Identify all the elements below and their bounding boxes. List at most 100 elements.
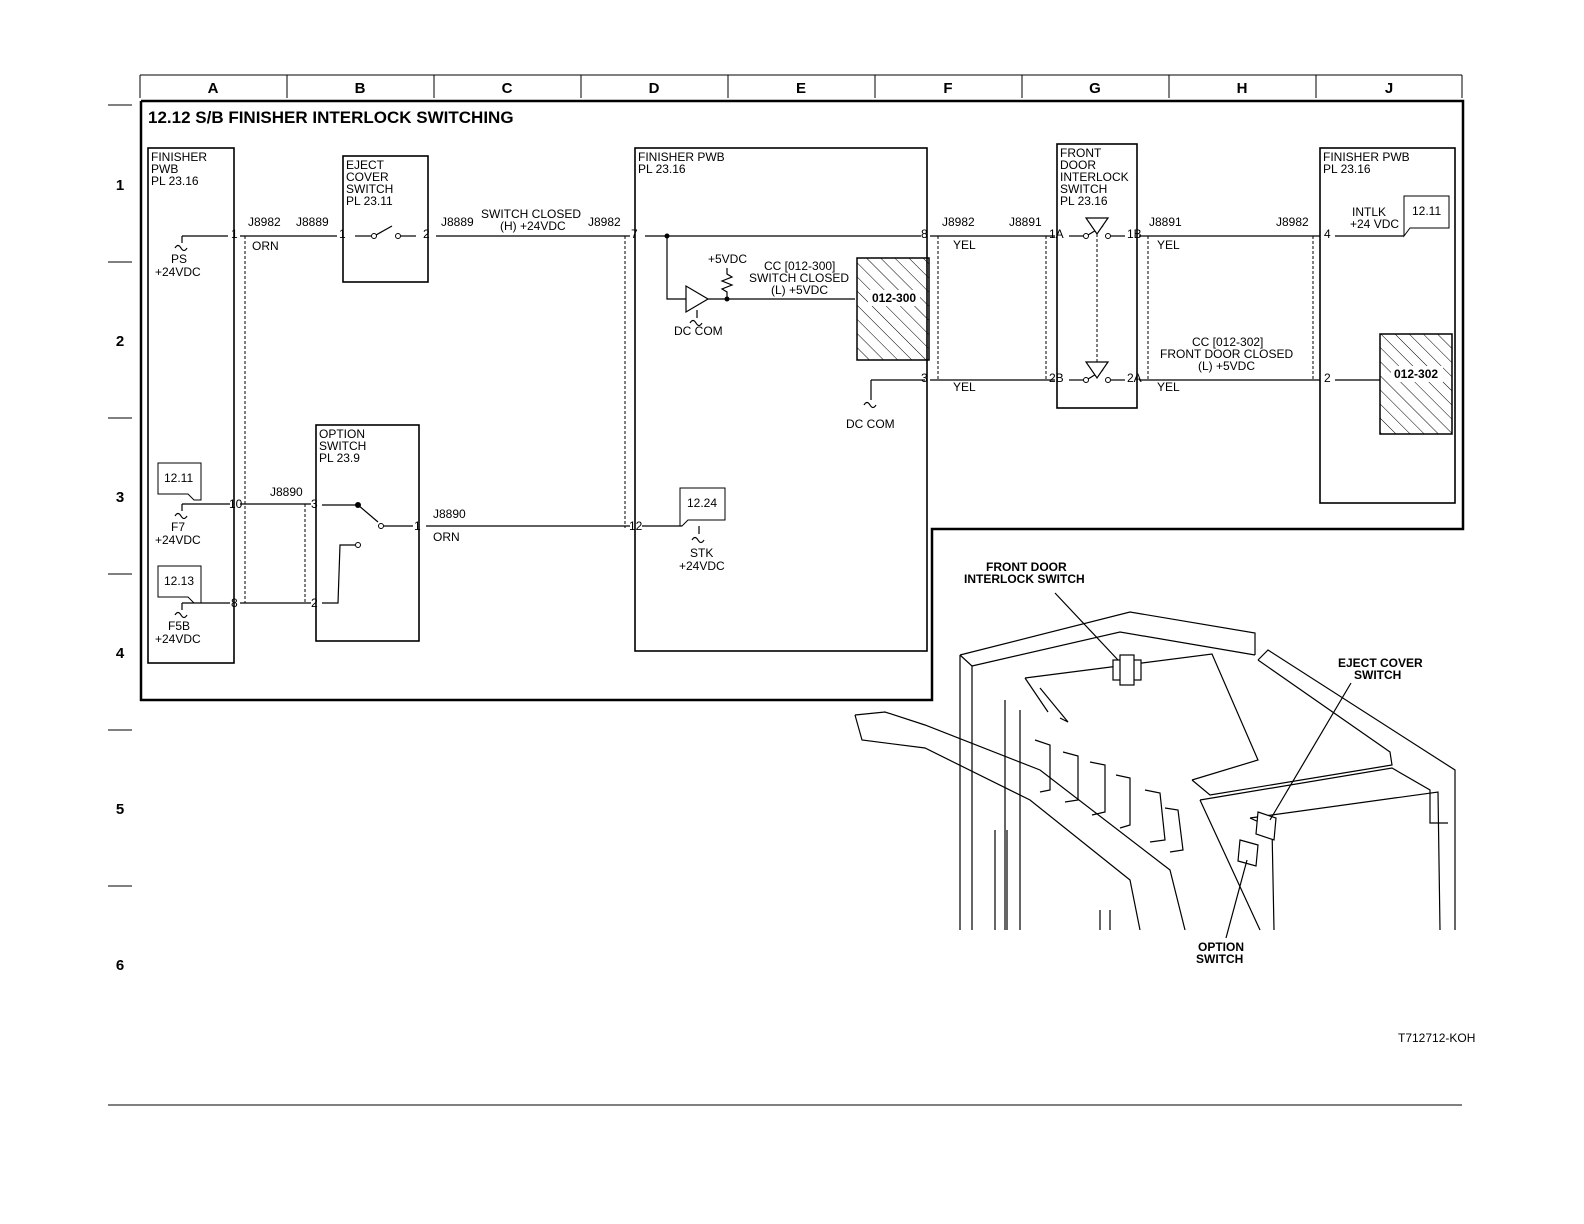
- pin-number: 2: [423, 227, 430, 241]
- f7-wire: [174, 503, 230, 520]
- block-label: FINISHER PWB: [638, 150, 725, 164]
- block-label: DOOR: [1060, 158, 1096, 172]
- status-code-label: 012-300: [872, 291, 916, 305]
- pin-number: 10: [229, 497, 243, 511]
- finisher-pwb-right-box: [1319, 147, 1456, 504]
- col-label: F: [943, 80, 952, 97]
- signal-label: STK: [690, 546, 713, 560]
- connector-label: J8890: [270, 485, 303, 499]
- col-label: B: [355, 80, 366, 97]
- wire-color: YEL: [953, 238, 976, 252]
- finisher-pwb-left-box: [147, 147, 235, 664]
- ref-tag-box: [157, 462, 202, 501]
- stk-wire: [691, 526, 705, 544]
- pin-number: 1A: [1049, 227, 1064, 241]
- block-label: EJECT: [346, 158, 385, 172]
- pin-number: 4: [1324, 227, 1331, 241]
- pin-number: 2: [311, 596, 318, 610]
- block-label: PL 23.16: [1323, 162, 1371, 176]
- signal-label: (L) +5VDC: [771, 283, 828, 297]
- connector-label: J8891: [1149, 215, 1182, 229]
- signal-label: (L) +5VDC: [1198, 359, 1255, 373]
- status-code-302: [1379, 333, 1453, 435]
- signal-label: +24 VDC: [1350, 217, 1399, 231]
- diagram-border: [139, 99, 1465, 702]
- block-label: FRONT: [1060, 146, 1102, 160]
- finisher-illustration: [854, 611, 1456, 931]
- block-label: OPTION: [319, 427, 365, 441]
- row-label: 1: [116, 177, 124, 194]
- callout-label: SWITCH: [1354, 668, 1401, 682]
- option-switch-box: [315, 424, 420, 642]
- row-label: 5: [116, 801, 124, 818]
- signal-label: +24VDC: [155, 265, 201, 279]
- ref-tag: 12.13: [164, 574, 194, 588]
- pin-number: 8: [231, 596, 238, 610]
- option-switch-symbol: [322, 502, 413, 604]
- pin-number: 1: [339, 227, 346, 241]
- signal-label: F7: [171, 520, 185, 534]
- wire-color: ORN: [433, 530, 460, 544]
- signal-label: +24VDC: [155, 632, 201, 646]
- f5b-wire: [174, 602, 230, 619]
- row-label: 3: [116, 489, 124, 506]
- status-code-300: [856, 257, 930, 361]
- signal-label: FRONT DOOR CLOSED: [1160, 347, 1293, 361]
- callout-label: EJECT COVER: [1338, 656, 1423, 670]
- wire-color: YEL: [953, 380, 976, 394]
- page-title: 12.12 S/B FINISHER INTERLOCK SWITCHING: [148, 108, 514, 127]
- pin-number: 3: [921, 371, 928, 385]
- connector-label: J8889: [441, 215, 474, 229]
- block-label: PL 23.16: [1060, 194, 1108, 208]
- connector-label: J8891: [1009, 215, 1042, 229]
- block-label: PL 23.9: [319, 451, 360, 465]
- callout-leader: [1054, 592, 1119, 661]
- interlock-switch-symbol: [1069, 217, 1125, 383]
- signal-label: CC [012-300]: [764, 259, 835, 273]
- connector-label: J8982: [248, 215, 281, 229]
- signal-label: INTLK: [1352, 205, 1386, 219]
- callout-leader: [1269, 682, 1352, 821]
- col-label: E: [796, 80, 806, 97]
- callout-label: FRONT DOOR: [986, 560, 1067, 574]
- pin-number: 3: [311, 497, 318, 511]
- signal-label: (H) +24VDC: [500, 219, 566, 233]
- ref-tag: 12.11: [1412, 204, 1441, 218]
- signal-label: +24VDC: [155, 533, 201, 547]
- interlock-buffer-circuit: [645, 233, 921, 327]
- connector-label: J8982: [1276, 215, 1309, 229]
- pin-number: 2: [1324, 371, 1331, 385]
- grid-frame: [108, 74, 1463, 1106]
- block-label: PL 23.11: [346, 194, 393, 208]
- wire-color: YEL: [1157, 238, 1180, 252]
- callout-label: OPTION: [1198, 940, 1244, 954]
- connector-label: J8982: [942, 215, 975, 229]
- pin-number: 1: [231, 227, 238, 241]
- block-label: FINISHER PWB: [1323, 150, 1410, 164]
- eject-cover-switch-part: [1255, 811, 1277, 841]
- signal-label: SWITCH CLOSED: [749, 271, 849, 285]
- callout-leader: [1225, 859, 1248, 939]
- block-label: PL 23.16: [151, 174, 199, 188]
- callout-label: INTERLOCK SWITCH: [964, 572, 1085, 586]
- switch-symbol: [355, 225, 416, 239]
- front-door-interlock-box: [1056, 143, 1138, 409]
- pin-number: 2A: [1127, 371, 1142, 385]
- finisher-pwb-mid-box: [634, 147, 928, 652]
- signal-label: PS: [171, 252, 187, 266]
- row-label: 4: [116, 645, 125, 662]
- col-label: D: [649, 80, 660, 97]
- pin-number: 8: [921, 227, 928, 241]
- row-label: 6: [116, 957, 124, 974]
- block-label: SWITCH: [346, 182, 393, 196]
- connector-label: J8889: [296, 215, 329, 229]
- connector-label: J8982: [588, 215, 621, 229]
- row-label: 2: [116, 333, 124, 350]
- dc-com-wire: [863, 379, 925, 409]
- eject-cover-switch-box: [342, 155, 429, 283]
- block-label: PL 23.16: [638, 162, 686, 176]
- option-switch-part: [1237, 839, 1259, 867]
- col-label: A: [208, 80, 219, 97]
- ref-tag: 12.24: [687, 496, 717, 510]
